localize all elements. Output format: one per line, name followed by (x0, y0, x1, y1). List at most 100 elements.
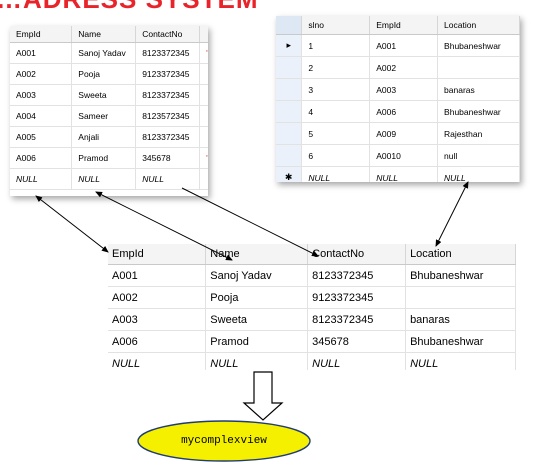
table-cell[interactable]: 2 (301, 56, 371, 79)
table-cell[interactable]: 4 (301, 100, 371, 123)
table-cell[interactable]: 5 (301, 122, 371, 145)
table-cell[interactable]: A006 (10, 147, 73, 169)
table-cell[interactable]: Bhubaneshwar (405, 264, 516, 287)
table-cell[interactable]: 345678 (307, 330, 407, 353)
column-header[interactable]: slno (301, 16, 371, 35)
column-header[interactable]: Location (437, 16, 520, 35)
column-header[interactable]: ContactNo (307, 244, 407, 265)
column-header[interactable]: Location (405, 244, 516, 265)
table-row-new[interactable]: NULL NULL NULL (10, 168, 208, 190)
table-cell[interactable]: 8123372345 (135, 84, 201, 106)
table-row[interactable]: A006 Pramod 345678 Bhubaneshwar (108, 330, 516, 353)
column-header[interactable]: EmpId (10, 26, 73, 43)
table-cell[interactable]: A001 (10, 42, 73, 64)
table-row[interactable]: 5 A009 Rajesthan (276, 122, 520, 145)
table-cell[interactable]: Bhubaneshwar (405, 330, 516, 353)
table-cell[interactable]: null (437, 144, 520, 167)
table-cell[interactable]: Sweeta (71, 84, 137, 106)
table-cell[interactable]: Sweeta (205, 308, 309, 331)
table-cell[interactable] (199, 126, 208, 148)
table-row[interactable]: 2 A002 (276, 56, 520, 79)
table-cell[interactable]: Sameer (71, 105, 137, 127)
table-cell[interactable]: A003 (10, 84, 73, 106)
table-cell[interactable]: NULL (405, 352, 516, 370)
table-cell[interactable]: Sanoj Yadav (71, 42, 137, 64)
view-ellipse[interactable] (137, 420, 311, 462)
table-cell[interactable]: 8123372345 (135, 42, 201, 64)
table-cell[interactable]: NULL (437, 166, 520, 182)
table-cell[interactable] (199, 84, 208, 106)
table-row[interactable]: A002 Pooja 9123372345 (108, 286, 516, 309)
table-cell[interactable]: banaras (437, 78, 520, 101)
table-cell[interactable]: NULL (135, 168, 201, 190)
table-cell[interactable]: 345678 (135, 147, 201, 169)
new-row-icon[interactable]: ✱ (276, 166, 303, 182)
table-row[interactable]: A006 Pramod 345678 ' (10, 147, 208, 169)
table-cell[interactable]: Pooja (71, 63, 137, 85)
column-header[interactable]: ContactNo (135, 26, 201, 43)
table-cell[interactable]: A001 (108, 264, 207, 287)
table-cell[interactable]: Anjali (71, 126, 137, 148)
table-cell[interactable]: A009 (369, 122, 439, 145)
table-cell[interactable] (405, 286, 516, 309)
row-selector-header[interactable] (276, 16, 303, 35)
table-cell[interactable]: A003 (108, 308, 207, 331)
table-cell[interactable]: A006 (108, 330, 207, 353)
row-selector[interactable] (276, 56, 303, 79)
table-row[interactable]: 3 A003 banaras (276, 78, 520, 101)
table-cell[interactable]: Pramod (205, 330, 309, 353)
table-cell[interactable]: A002 (10, 63, 73, 85)
table-row[interactable]: A001 Sanoj Yadav 8123372345 Bhubaneshwar (108, 264, 516, 287)
table-cell[interactable] (199, 168, 208, 190)
table-cell[interactable]: Rajesthan (437, 122, 520, 145)
table-row[interactable]: A003 Sweeta 8123372345 (10, 84, 208, 106)
table-cell[interactable]: A002 (369, 56, 439, 79)
table-cell[interactable]: 8123372345 (307, 308, 407, 331)
table-cell[interactable]: 6 (301, 144, 371, 167)
row-selector[interactable] (276, 144, 303, 167)
table-cell[interactable]: Bhubaneshwar (437, 34, 520, 57)
table-cell[interactable]: A002 (108, 286, 207, 309)
table-cell[interactable] (437, 56, 520, 79)
table-cell[interactable]: ' (199, 147, 208, 169)
table-cell[interactable]: banaras (405, 308, 516, 331)
table-cell[interactable]: A003 (369, 78, 439, 101)
row-selector[interactable] (276, 100, 303, 123)
table-cell[interactable]: NULL (369, 166, 439, 182)
table-cell[interactable]: NULL (205, 352, 309, 370)
table-cell[interactable]: NULL (307, 352, 407, 370)
table-row[interactable]: A001 Sanoj Yadav 8123372345 ' (10, 42, 208, 64)
table-cell[interactable]: 9123372345 (135, 63, 201, 85)
table-row[interactable]: 6 A0010 null (276, 144, 520, 167)
table-cell[interactable]: 9123372345 (307, 286, 407, 309)
table-cell[interactable]: 8123572345 (135, 105, 201, 127)
table-cell[interactable]: 8123372345 (135, 126, 201, 148)
table-row[interactable]: ▸ 1 A001 Bhubaneshwar (276, 34, 520, 57)
table-cell[interactable]: NULL (10, 168, 73, 190)
table-row[interactable]: A004 Sameer 8123572345 (10, 105, 208, 127)
table-cell[interactable]: ' (199, 42, 208, 64)
table-cell[interactable]: 3 (301, 78, 371, 101)
table-cell[interactable]: A005 (10, 126, 73, 148)
table-row-new[interactable]: ✱ NULL NULL NULL (276, 166, 520, 182)
table-cell[interactable]: A004 (10, 105, 73, 127)
row-selector[interactable] (276, 78, 303, 101)
table-cell[interactable]: A001 (369, 34, 439, 57)
table-cell[interactable]: Pooja (205, 286, 309, 309)
table-cell[interactable]: Sanoj Yadav (205, 264, 309, 287)
table-row[interactable]: A003 Sweeta 8123372345 banaras (108, 308, 516, 331)
table-cell[interactable]: 8123372345 (307, 264, 407, 287)
table-cell[interactable] (199, 63, 208, 85)
table-cell[interactable]: Bhubaneshwar (437, 100, 520, 123)
table-row-new[interactable]: NULL NULL NULL NULL (108, 352, 516, 370)
table-cell[interactable]: A006 (369, 100, 439, 123)
table-cell[interactable]: NULL (301, 166, 371, 182)
row-selector[interactable] (276, 122, 303, 145)
table-row[interactable]: 4 A006 Bhubaneshwar (276, 100, 520, 123)
table-cell[interactable]: Pramod (71, 147, 137, 169)
table-cell[interactable]: A0010 (369, 144, 439, 167)
column-header[interactable]: Name (71, 26, 137, 43)
current-row-icon[interactable]: ▸ (276, 34, 303, 57)
table-cell[interactable]: NULL (108, 352, 207, 370)
table-cell[interactable]: 1 (301, 34, 371, 57)
